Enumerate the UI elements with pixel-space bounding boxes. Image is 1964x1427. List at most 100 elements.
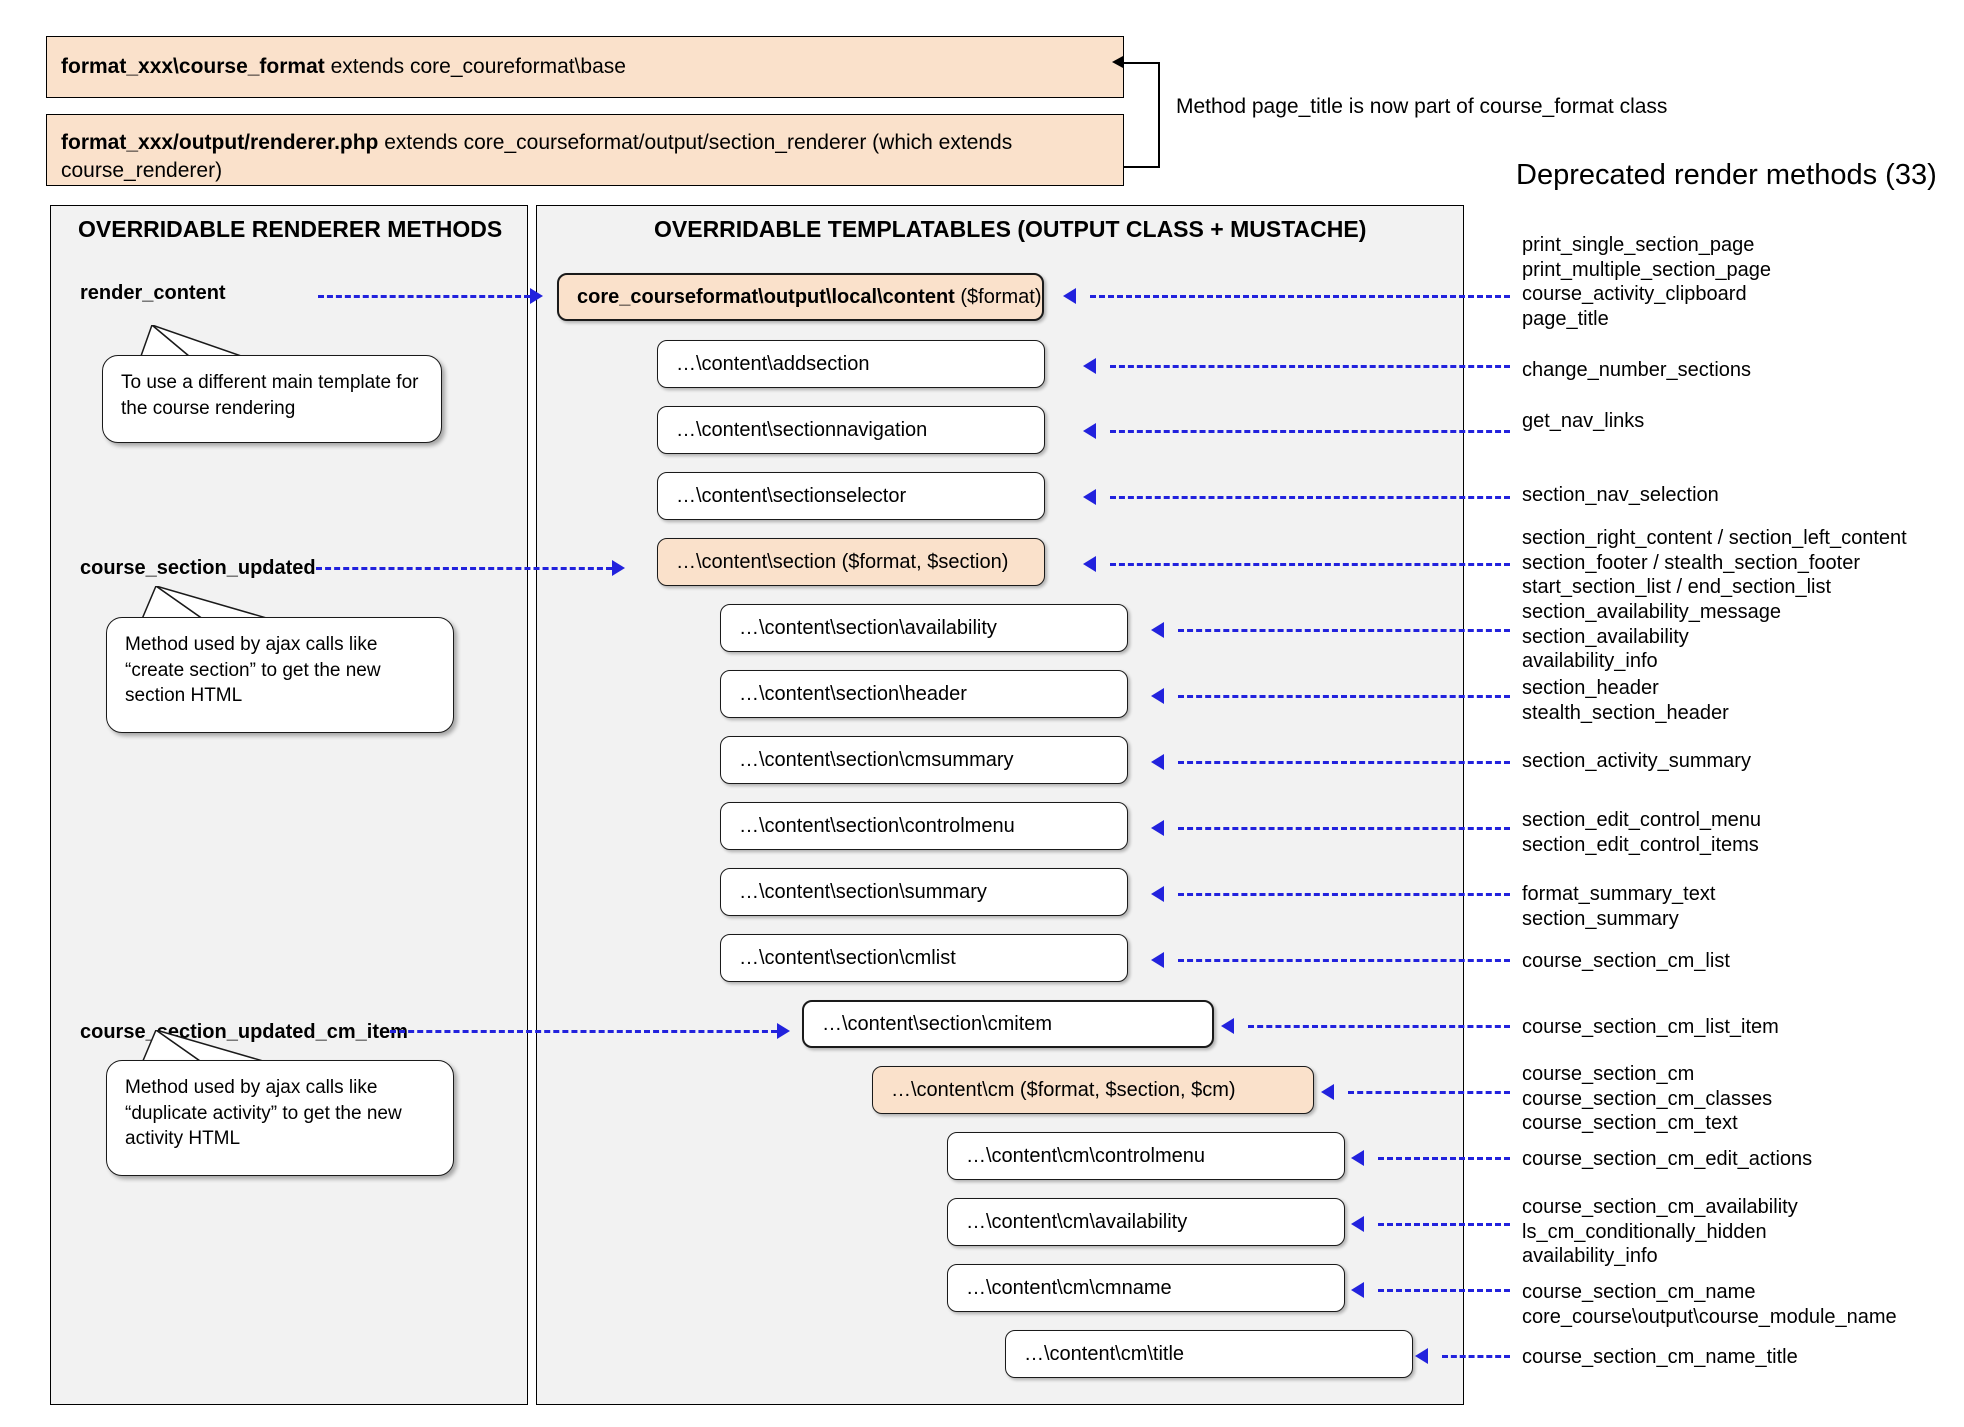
templatable-box-section-summary[interactable]: …\content\section\summary: [720, 868, 1128, 916]
deprecated-group-15: course_section_cm_name core_course\outpu…: [1522, 1280, 1897, 1329]
connector-dep-3: [1110, 496, 1510, 499]
templatable-box-section-header[interactable]: …\content\section\header: [720, 670, 1128, 718]
connector-dep-14: [1378, 1223, 1510, 1226]
templatable-box-cm-title[interactable]: …\content\cm\title: [1005, 1330, 1413, 1378]
arrow-dep-1-icon: [1083, 358, 1096, 374]
templatable-box-cm-controlmenu[interactable]: …\content\cm\controlmenu: [947, 1132, 1345, 1180]
arrow-dep-12-icon: [1321, 1084, 1334, 1100]
arrow-dep-16-icon: [1415, 1348, 1428, 1364]
deprecated-method: course_section_cm_edit_actions: [1522, 1148, 1813, 1170]
arrow-dep-7-icon: [1151, 754, 1164, 770]
arrow-dep-4-icon: [1083, 556, 1096, 572]
deprecated-method: course_section_cm_name_title: [1522, 1346, 1798, 1368]
deprecated-method: section_right_content / section_left_con…: [1522, 527, 1907, 549]
deprecated-group-0: print_single_section_page print_multiple…: [1522, 233, 1771, 331]
deprecated-method: core_course\output\course_module_name: [1522, 1305, 1897, 1328]
method-label-course-section-updated: course_section_updated: [80, 557, 316, 579]
arrow-dep-3-icon: [1083, 489, 1096, 505]
connector-course-section-updated: [316, 567, 612, 570]
deprecated-method: course_section_cm: [1522, 1063, 1695, 1085]
templatable-7-text: …\content\section\cmsummary: [739, 748, 1014, 771]
deprecated-method: page_title: [1522, 307, 1609, 330]
deprecated-method: section_availability_message: [1522, 601, 1782, 623]
deprecated-method: section_availability: [1522, 625, 1689, 648]
deprecated-method: section_edit_control_menu: [1522, 809, 1762, 831]
templatable-box-section-availability[interactable]: …\content\section\availability: [720, 604, 1128, 652]
templatable-box-sectionnavigation[interactable]: …\content\sectionnavigation: [657, 406, 1045, 454]
templatable-box-cm-cmname[interactable]: …\content\cm\cmname: [947, 1264, 1345, 1312]
templatable-0-bold: core_courseformat\output\local\content: [577, 285, 955, 308]
templatable-16-text: …\content\cm\title: [1024, 1342, 1185, 1365]
deprecated-method: availability_info: [1522, 650, 1658, 673]
deprecated-group-6: section_header stealth_section_header: [1522, 676, 1729, 725]
templatable-15-text: …\content\cm\cmname: [966, 1276, 1172, 1299]
connector-dep-1: [1110, 365, 1510, 368]
templatable-6-text: …\content\section\header: [739, 682, 967, 705]
connector-dep-8: [1178, 827, 1510, 830]
deprecated-group-13: course_section_cm_edit_actions: [1522, 1147, 1812, 1172]
deprecated-method: start_section_list / end_section_list: [1522, 576, 1832, 599]
connector-dep-0: [1090, 295, 1510, 298]
connector-dep-11: [1248, 1025, 1510, 1028]
class-box-2-bold: format_xxx/output/renderer.php: [61, 131, 379, 154]
connector-course-section-updated-cm-item: [390, 1030, 777, 1033]
class-box-2-text: format_xxx/output/renderer.php extends c…: [61, 129, 1109, 186]
connector-dep-4: [1110, 563, 1510, 566]
templatable-box-section[interactable]: …\content\section ($format, $section): [657, 538, 1045, 586]
deprecated-group-5: section_availability_message section_ava…: [1522, 600, 1781, 674]
panel-center-title: OVERRIDABLE TEMPLATABLES (OUTPUT CLASS +…: [654, 216, 1367, 242]
deprecated-method: availability_info: [1522, 1245, 1658, 1268]
templatable-box-section-controlmenu[interactable]: …\content\section\controlmenu: [720, 802, 1128, 850]
templatable-14-text: …\content\cm\availability: [966, 1210, 1188, 1233]
templatable-box-section-cmsummary[interactable]: …\content\section\cmsummary: [720, 736, 1128, 784]
templatable-11-text: …\content\section\cmitem: [822, 1012, 1053, 1035]
templatable-9-text: …\content\section\summary: [739, 880, 987, 903]
deprecated-method: course_section_cm_name: [1522, 1281, 1756, 1303]
connector-render-content: [318, 295, 530, 298]
arrow-dep-5-icon: [1151, 622, 1164, 638]
templatable-box-cm-availability[interactable]: …\content\cm\availability: [947, 1198, 1345, 1246]
deprecated-method: course_section_cm_text: [1522, 1112, 1738, 1135]
templatable-0-rest: ($format): [954, 285, 1042, 308]
method-page-title-note: Method page_title is now part of course_…: [1176, 95, 1668, 118]
deprecated-methods-title: Deprecated render methods (33): [1516, 159, 1937, 191]
templatable-box-section-cmlist[interactable]: …\content\section\cmlist: [720, 934, 1128, 982]
deprecated-group-9: format_summary_text section_summary: [1522, 882, 1715, 931]
deprecated-method: course_section_cm_availability: [1522, 1196, 1798, 1218]
templatable-5-text: …\content\section\availability: [739, 616, 997, 639]
callout-course-section-updated: Method used by ajax calls like “create s…: [106, 617, 454, 733]
connector-dep-5: [1178, 629, 1510, 632]
templatable-2-text: …\content\sectionnavigation: [676, 418, 928, 441]
connector-dep-9: [1178, 893, 1510, 896]
callout-render-content: To use a different main template for the…: [102, 355, 442, 443]
templatable-12-text: …\content\cm ($format, $section, $cm): [891, 1078, 1236, 1101]
arrow-dep-8-icon: [1151, 820, 1164, 836]
class-box-1-rest: extends core_coureformat\base: [324, 54, 626, 78]
templatable-box-sectionselector[interactable]: …\content\sectionselector: [657, 472, 1045, 520]
class-box-course-format: format_xxx\course_format extends core_co…: [46, 36, 1124, 98]
deprecated-group-7: section_activity_summary: [1522, 749, 1751, 774]
panel-left-title: OVERRIDABLE RENDERER METHODS: [78, 216, 503, 242]
templatable-10-text: …\content\section\cmlist: [739, 946, 956, 969]
deprecated-method: print_single_section_page: [1522, 234, 1755, 256]
deprecated-group-2: get_nav_links: [1522, 409, 1644, 434]
deprecated-method: section_summary: [1522, 907, 1679, 930]
connector-dep-15: [1378, 1289, 1510, 1292]
deprecated-group-10: course_section_cm_list: [1522, 949, 1730, 974]
class-box-2-rest: extends core_courseformat/output/section…: [61, 131, 1013, 183]
class-box-1-text: format_xxx\course_format extends core_co…: [61, 53, 626, 81]
templatable-box-content[interactable]: core_courseformat\output\local\content (…: [557, 273, 1044, 321]
arrow-dep-13-icon: [1351, 1150, 1364, 1166]
templatable-box-section-cmitem[interactable]: …\content\section\cmitem: [802, 1000, 1214, 1048]
bracket-connector: [1124, 62, 1160, 168]
templatable-13-text: …\content\cm\controlmenu: [966, 1144, 1205, 1167]
arrow-render-content-icon: [530, 288, 543, 304]
bracket-arrow-icon: [1112, 56, 1123, 68]
class-box-1-bold: format_xxx\course_format: [61, 54, 325, 78]
templatable-box-addsection[interactable]: …\content\addsection: [657, 340, 1045, 388]
deprecated-group-8: section_edit_control_menu section_edit_c…: [1522, 808, 1761, 857]
templatable-box-cm[interactable]: …\content\cm ($format, $section, $cm): [872, 1066, 1314, 1114]
arrow-dep-0-icon: [1063, 288, 1076, 304]
deprecated-method: stealth_section_header: [1522, 701, 1729, 724]
deprecated-method: section_activity_summary: [1522, 750, 1751, 772]
